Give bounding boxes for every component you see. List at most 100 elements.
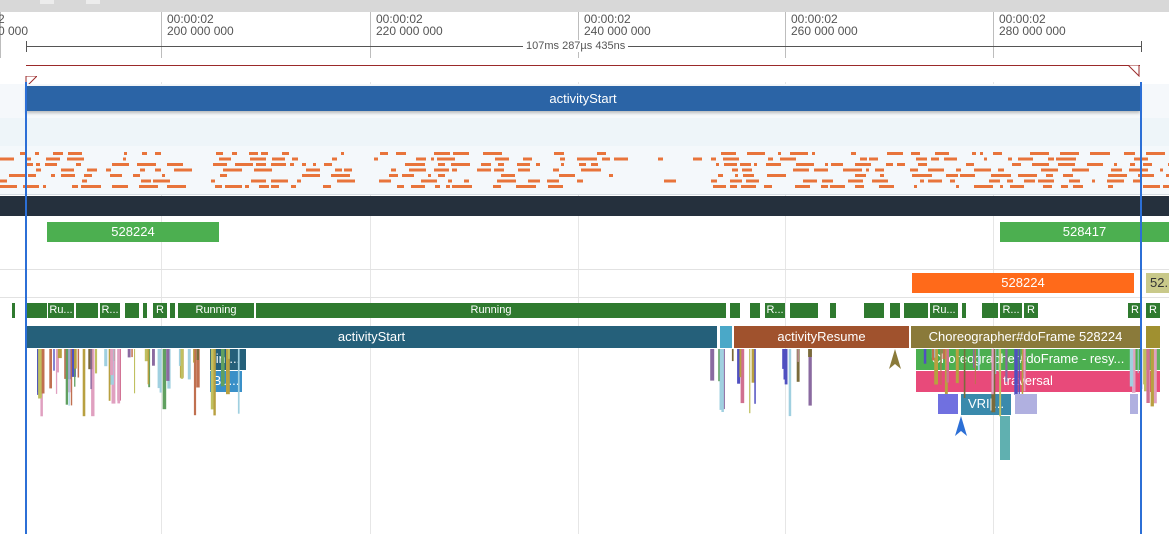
cpu-slice-mark [912,174,932,177]
nested-slice [719,349,722,410]
thread-state[interactable] [143,303,147,318]
cpu-slice-mark [211,179,215,183]
cpu-slice-mark [730,179,742,183]
counter-slice[interactable]: 52... [1146,273,1169,293]
cpu-slice-mark [523,157,532,161]
thread-state[interactable] [750,303,760,318]
nested-slice [754,349,756,404]
cpu-scheduling-track[interactable] [0,146,1169,195]
thread-state[interactable] [962,303,966,318]
cpu-slice-mark [112,185,128,188]
thread-state[interactable] [76,303,98,318]
toolbar-handle [86,0,100,4]
nested-slice [923,349,927,364]
cpu-slice-mark [481,163,491,166]
thread-state[interactable] [125,303,139,318]
thread-state[interactable] [890,303,900,318]
cpu-slice-mark [724,163,737,166]
thread-state-runnable[interactable]: R [1146,303,1160,318]
grid-line [785,82,786,534]
selected-slice-activityStart[interactable]: activityStart [26,86,1140,111]
nested-slice [946,349,949,383]
flow-arrow-icon[interactable] [889,349,901,371]
cpu-slice-mark [946,174,958,177]
nested-slice [783,349,786,380]
cpu-slice-mark [219,157,231,161]
cpu-slice-mark [302,163,306,166]
cpu-slice-mark [1063,174,1073,177]
slice[interactable] [1146,326,1160,348]
thread-state-runnable[interactable]: R... [765,303,785,318]
counter-slice[interactable]: 528417 [1000,222,1169,242]
nested-slice [213,349,216,416]
cpu-slice-mark [747,152,765,155]
cpu-slice-mark [830,185,845,188]
cpu-slice-mark [379,179,391,183]
cpu-slice-mark [167,163,183,166]
nested-slice [147,349,150,385]
thread-state-runnable[interactable]: R... [100,303,120,318]
cpu-slice-mark [271,163,286,166]
thread-state[interactable] [864,303,884,318]
cpu-slice-mark [790,152,808,155]
ruler-tick [578,12,579,58]
nested-slice [808,349,812,406]
nested-slice [737,349,741,384]
flow-arrow-icon[interactable] [955,416,967,438]
nested-slice [159,349,162,393]
thread-state-runnable[interactable]: R [153,303,167,318]
cpu-slice-mark [931,157,939,161]
thread-state[interactable] [982,303,998,318]
thread-state[interactable] [790,303,818,318]
cpu-slice-mark [0,179,7,183]
thread-state-runnable[interactable]: R [1024,303,1038,318]
nested-slice [144,349,148,362]
counter-slice[interactable]: 528224 [47,222,219,242]
thread-state-running[interactable]: Ru... [48,303,74,318]
cpu-slice-mark [1087,163,1103,166]
cpu-slice-mark [741,185,756,188]
thread-state-running[interactable]: Ru... [930,303,958,318]
nested-slice [710,349,715,381]
thread-state-running[interactable]: Running [256,303,726,318]
cpu-slice-mark [380,152,388,155]
thread-state[interactable] [730,303,740,318]
cpu-slice-mark [1058,163,1075,166]
cpu-slice-mark [235,163,253,166]
thread-state-runnable[interactable]: R... [1000,303,1022,318]
cpu-slice-mark [560,157,565,161]
selection-start-marker[interactable] [25,82,27,534]
thread-state[interactable] [904,303,928,318]
thread-state[interactable] [12,303,15,318]
selection-end-marker[interactable] [1140,82,1142,534]
cpu-slice-mark [1000,185,1003,188]
cpu-slice-mark [324,163,332,166]
slice-activityStart[interactable]: activityStart [26,326,717,348]
nested-slice [108,349,111,401]
thread-state-running[interactable]: Running [178,303,254,318]
cpu-slice-mark [249,152,258,155]
thread-state[interactable] [830,303,836,318]
bracket-end-handle[interactable] [1128,65,1140,77]
nested-slice [1129,349,1134,387]
cpu-slice-mark [142,152,147,155]
thread-state-runnable[interactable]: R [1128,303,1142,318]
cpu-slice-mark [754,163,757,166]
thread-state[interactable] [170,303,175,318]
thread-state[interactable] [27,303,47,318]
nested-slice [796,349,800,382]
slice-choreographer-resync[interactable]: Choreographer#doFrame - resy... [916,349,1140,370]
cpu-slice-mark [133,174,140,177]
slice-activityResume[interactable]: activityResume [734,326,909,348]
ruler-tick [161,12,162,58]
nested-slice [751,349,756,383]
counter-slice[interactable]: 528224 [912,273,1134,293]
thread-state-track[interactable]: Ru... R... R Running Running R... Ru... … [0,303,1169,319]
slice[interactable] [720,326,732,348]
nested-slice [49,349,52,389]
slice-choreographer-doframe[interactable]: Choreographer#doFrame 528224 [911,326,1140,348]
cpu-slice-mark [451,163,470,166]
cpu-slice-mark [920,179,924,183]
nested-slice [57,349,62,359]
